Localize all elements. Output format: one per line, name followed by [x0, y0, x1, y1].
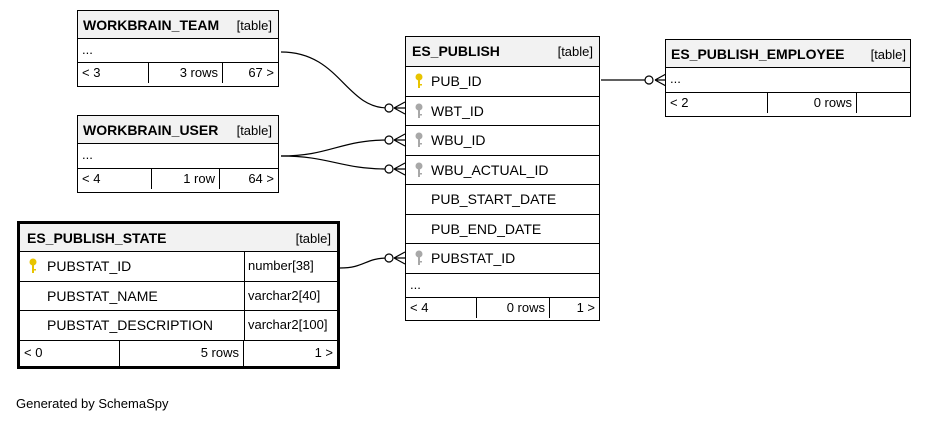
optional-marker	[384, 164, 394, 174]
table-footer: < 0 5 rows 1 >	[20, 340, 337, 368]
table-name: WORKBRAIN_TEAM	[83, 17, 220, 33]
table-footer: < 4 0 rows 1 >	[406, 297, 599, 318]
table-es-publish-state[interactable]: ES_PUBLISH_STATE [table] PUBSTAT_ID numb…	[17, 221, 340, 369]
table-header: WORKBRAIN_USER [table]	[78, 116, 278, 144]
table-name: ES_PUBLISH_EMPLOYEE	[671, 46, 845, 62]
parents-count: < 3	[82, 65, 101, 80]
parents-count: < 4	[410, 299, 429, 315]
parents-count: < 2	[670, 95, 689, 110]
primary-key-icon	[415, 73, 423, 88]
column-name: WBT_ID	[431, 102, 484, 119]
row-count: 0 rows	[476, 297, 549, 318]
column-row[interactable]: WBT_ID	[406, 97, 599, 126]
column-name: PUBSTAT_ID	[47, 258, 132, 274]
column-type: varchar2[100]	[244, 311, 328, 340]
column-name: PUB_END_DATE	[431, 220, 542, 237]
optional-marker	[384, 103, 394, 113]
column-row[interactable]: PUBSTAT_ID number[38]	[20, 252, 337, 282]
foreign-key-icon	[415, 132, 423, 147]
rel-user-wbuactual	[280, 155, 389, 170]
table-kind: [table]	[236, 18, 272, 33]
children-count: 64 >	[219, 169, 278, 189]
table-kind: [table]	[295, 231, 331, 246]
rel-state-pubstat	[339, 257, 389, 269]
row-count: 1 row	[151, 169, 219, 189]
children-count: 1 >	[549, 297, 599, 318]
more-columns: ...	[666, 68, 910, 93]
column-row[interactable]: PUB_END_DATE	[406, 215, 599, 244]
table-header: WORKBRAIN_TEAM [table]	[78, 11, 278, 39]
more-columns: ...	[78, 39, 278, 63]
column-row[interactable]: PUBSTAT_ID	[406, 244, 599, 274]
primary-key-icon	[29, 258, 37, 273]
rel-team-wbt	[280, 51, 389, 109]
table-name: ES_PUBLISH_STATE	[27, 230, 167, 246]
table-kind: [table]	[236, 123, 272, 138]
column-row[interactable]: WBU_ACTUAL_ID	[406, 156, 599, 185]
children-count	[856, 93, 910, 113]
parents-count: < 0	[24, 344, 43, 360]
optional-marker	[644, 75, 654, 85]
optional-marker	[384, 135, 394, 145]
rel-user-wbu	[280, 139, 389, 157]
table-name: WORKBRAIN_USER	[83, 122, 219, 138]
table-kind: [table]	[870, 47, 906, 62]
row-count: 3 rows	[148, 63, 222, 83]
table-footer: < 3 3 rows 67 >	[78, 63, 278, 83]
column-name: WBU_ID	[431, 132, 486, 148]
column-type: varchar2[40]	[244, 281, 320, 310]
table-footer: < 2 0 rows	[666, 93, 910, 113]
children-count: 1 >	[243, 340, 337, 368]
more-columns: ...	[406, 274, 599, 298]
table-header: ES_PUBLISH_STATE [table]	[20, 224, 337, 252]
column-name: WBU_ACTUAL_ID	[431, 161, 549, 178]
foreign-key-icon	[415, 250, 423, 265]
column-row[interactable]: PUBSTAT_DESCRIPTION varchar2[100]	[20, 311, 337, 341]
parents-count: < 4	[82, 171, 101, 186]
row-count: 0 rows	[767, 93, 856, 113]
table-workbrain-user[interactable]: WORKBRAIN_USER [table] ... < 4 1 row 64 …	[77, 115, 279, 193]
table-footer: < 4 1 row 64 >	[78, 169, 278, 189]
more-columns: ...	[78, 144, 278, 169]
table-name: ES_PUBLISH	[412, 43, 500, 59]
column-row[interactable]: PUBSTAT_NAME varchar2[40]	[20, 281, 337, 311]
table-header: ES_PUBLISH [table]	[406, 37, 599, 67]
column-row[interactable]: PUB_ID	[406, 67, 599, 97]
foreign-key-icon	[415, 103, 423, 118]
column-row[interactable]: PUB_START_DATE	[406, 185, 599, 215]
table-es-publish-employee[interactable]: ES_PUBLISH_EMPLOYEE [table] ... < 2 0 ro…	[665, 39, 911, 117]
column-name: PUBSTAT_NAME	[47, 287, 158, 304]
table-kind: [table]	[557, 44, 593, 59]
optional-marker	[384, 253, 394, 263]
row-count: 5 rows	[119, 340, 243, 368]
table-header: ES_PUBLISH_EMPLOYEE [table]	[666, 40, 910, 68]
children-count: 67 >	[222, 63, 278, 83]
column-name: PUB_START_DATE	[431, 191, 557, 207]
column-name: PUBSTAT_DESCRIPTION	[47, 317, 213, 333]
column-row[interactable]: WBU_ID	[406, 126, 599, 156]
table-es-publish[interactable]: ES_PUBLISH [table] PUB_ID WBT_ID WBU_ID …	[405, 36, 600, 321]
column-name: PUBSTAT_ID	[431, 250, 516, 266]
foreign-key-icon	[415, 162, 423, 177]
column-name: PUB_ID	[431, 73, 482, 89]
column-type: number[38]	[244, 252, 314, 281]
generated-by-note: Generated by SchemaSpy	[16, 396, 169, 411]
table-workbrain-team[interactable]: WORKBRAIN_TEAM [table] ... < 3 3 rows 67…	[77, 10, 279, 87]
